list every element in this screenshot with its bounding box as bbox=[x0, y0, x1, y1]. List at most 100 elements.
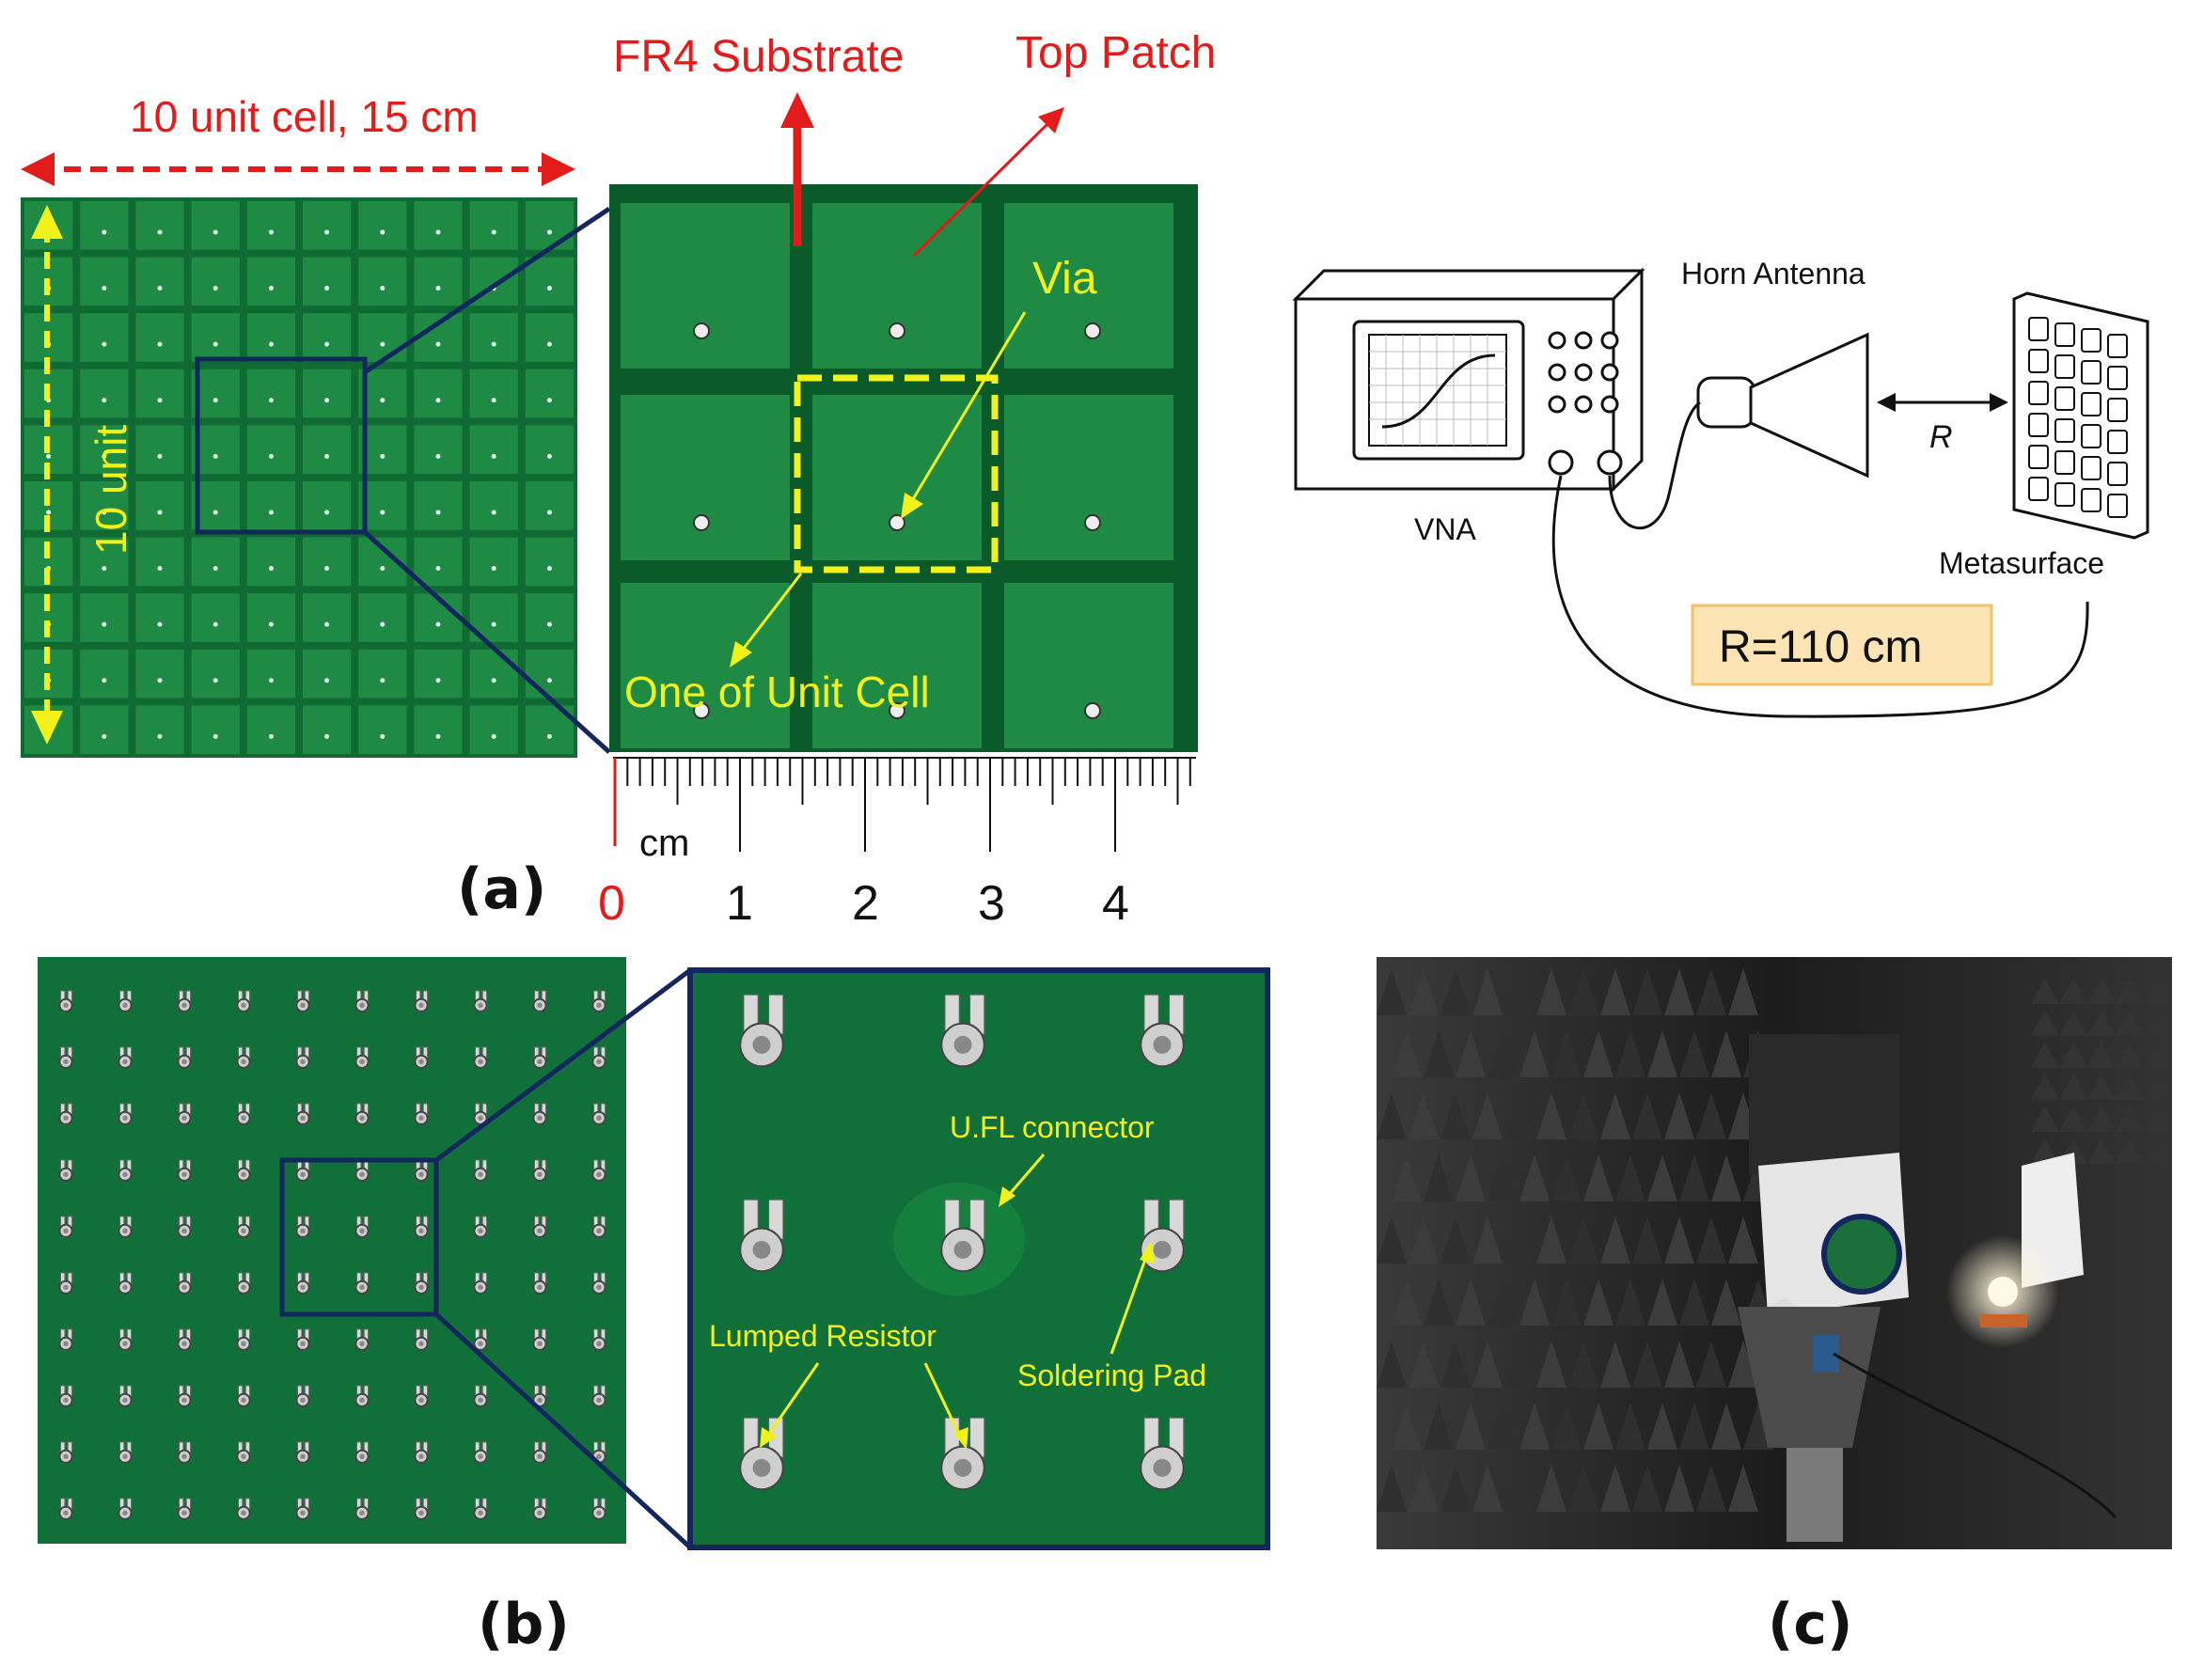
s-curve-trace bbox=[1381, 353, 1496, 429]
vna-knobs bbox=[1548, 331, 1619, 414]
unit-cell bbox=[414, 593, 463, 642]
unit-cell bbox=[246, 201, 295, 250]
height-label: 10 unit bbox=[87, 425, 135, 555]
vna-port-2 bbox=[1597, 449, 1623, 476]
unit-cell bbox=[246, 649, 295, 699]
cable-horn bbox=[1608, 400, 1701, 529]
board-b-full bbox=[38, 957, 626, 1544]
vna-port-1 bbox=[1548, 449, 1574, 476]
unit-cell bbox=[80, 425, 129, 474]
patch bbox=[621, 395, 790, 560]
unit-cell bbox=[246, 425, 295, 474]
unit-cell bbox=[135, 201, 184, 250]
unit-cell bbox=[358, 313, 407, 362]
unit-cell bbox=[191, 593, 240, 642]
unit-cell bbox=[525, 593, 574, 642]
unit-cell bbox=[135, 313, 184, 362]
unit-cell bbox=[191, 257, 240, 306]
unit-cell bbox=[303, 481, 352, 530]
unit-cell bbox=[246, 481, 295, 530]
zoomed-unit-cells-a bbox=[609, 184, 1198, 752]
ruler-tick-3: 3 bbox=[978, 876, 1005, 931]
unit-cell bbox=[135, 705, 184, 754]
ruler-unit-label: cm bbox=[639, 823, 689, 864]
unit-cell bbox=[303, 593, 352, 642]
panel-a-letter: (a) bbox=[457, 856, 546, 922]
ruler bbox=[613, 757, 1196, 852]
unit-cell bbox=[80, 201, 129, 250]
unit-cell bbox=[135, 369, 184, 418]
resistor-arrow-right bbox=[923, 1362, 963, 1439]
zoom-line-top-b bbox=[434, 967, 692, 1163]
unit-cell bbox=[525, 313, 574, 362]
via bbox=[889, 702, 905, 719]
unit-cell bbox=[469, 649, 518, 699]
unit-cell bbox=[414, 201, 463, 250]
unit-cell bbox=[414, 481, 463, 530]
unit-cell bbox=[246, 593, 295, 642]
zoom-line-bottom-a bbox=[363, 530, 611, 754]
via bbox=[1084, 322, 1101, 339]
panel-a: 10 unit cell, 15 cm 10 unit FR4 Substrat… bbox=[21, 28, 1216, 931]
unit-cell bbox=[469, 705, 518, 754]
unit-cell bbox=[414, 705, 463, 754]
connector-arrow bbox=[1006, 1154, 1046, 1197]
unit-cell bbox=[135, 257, 184, 306]
unit-cell bbox=[469, 313, 518, 362]
patch bbox=[621, 583, 790, 748]
height-arrow-bottom-head bbox=[31, 711, 63, 745]
unit-cell bbox=[80, 705, 129, 754]
unit-cell bbox=[135, 481, 184, 530]
unit-cell bbox=[246, 369, 295, 418]
unit-cell bbox=[525, 201, 574, 250]
patch bbox=[812, 583, 982, 748]
via-label: Via bbox=[1032, 254, 1097, 304]
unit-cell bbox=[80, 257, 129, 306]
unit-cell bbox=[246, 257, 295, 306]
unit-cell bbox=[191, 313, 240, 362]
unit-cell bbox=[469, 425, 518, 474]
unit-cell bbox=[469, 481, 518, 530]
pad-label: Soldering Pad bbox=[1017, 1358, 1206, 1392]
unit-cell bbox=[525, 425, 574, 474]
unit-cell bbox=[303, 369, 352, 418]
unit-cell bbox=[303, 705, 352, 754]
unit-cell bbox=[80, 593, 129, 642]
unit-cell bbox=[80, 537, 129, 587]
r-symbol: R bbox=[1929, 419, 1953, 455]
fr4-arrow-head bbox=[780, 92, 814, 128]
width-label: 10 unit cell, 15 cm bbox=[130, 92, 479, 141]
unit-cell bbox=[469, 537, 518, 587]
distance-box bbox=[1691, 604, 1993, 686]
connector-label: U.FL connector bbox=[950, 1110, 1155, 1144]
lamp bbox=[1988, 1277, 2018, 1307]
resistor-arrow-left bbox=[765, 1362, 820, 1437]
patch bbox=[812, 203, 982, 369]
unit-cell bbox=[358, 705, 407, 754]
unit-cell bbox=[135, 593, 184, 642]
ruler-tick-0: 0 bbox=[598, 876, 625, 931]
patch bbox=[1004, 583, 1173, 748]
via bbox=[693, 702, 710, 719]
via bbox=[693, 322, 710, 339]
zoomed-board-b bbox=[687, 967, 1270, 1550]
vna-label: VNA bbox=[1414, 512, 1476, 546]
unit-cell bbox=[303, 313, 352, 362]
pad-arrow bbox=[1110, 1253, 1149, 1355]
patch bbox=[1004, 203, 1173, 369]
unit-cell bbox=[135, 537, 184, 587]
unit-cell bbox=[414, 257, 463, 306]
unit-cell bbox=[303, 257, 352, 306]
measurement-schematic: VNA Horn Antenna R Metasurface R=110 cm bbox=[1292, 257, 2149, 718]
metasurface-device bbox=[2012, 291, 2149, 540]
panel-b: U.FL connector Lumped Resistor Soldering… bbox=[38, 957, 1270, 1657]
unit-cell bbox=[525, 537, 574, 587]
top-patch-arrow-head bbox=[1038, 107, 1064, 133]
ruler-tick-2: 2 bbox=[852, 876, 879, 931]
panel-b-letter: (b) bbox=[478, 1592, 570, 1657]
horn-antenna bbox=[1696, 332, 1869, 479]
unit-cell bbox=[80, 313, 129, 362]
via-arrow bbox=[908, 311, 1027, 505]
unit-cell bbox=[469, 201, 518, 250]
